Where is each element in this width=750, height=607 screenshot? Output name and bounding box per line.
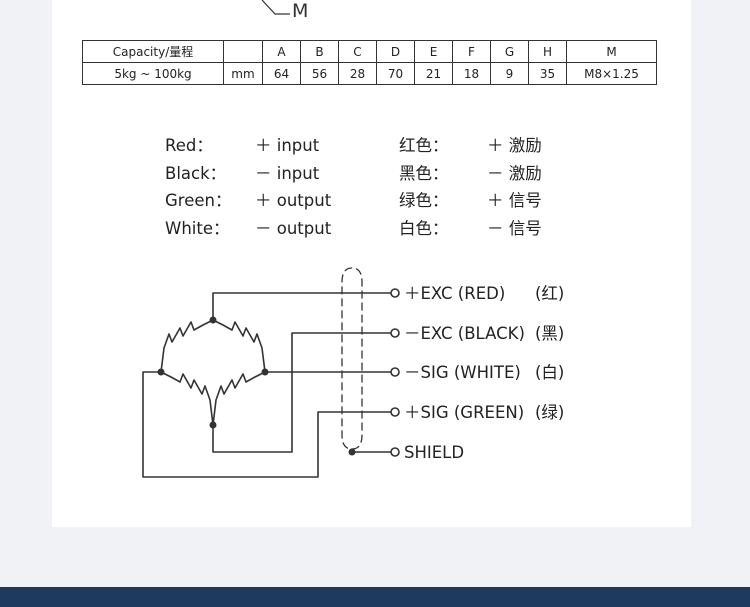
terminal-label: SHIELD: [404, 443, 464, 462]
table-cell: 70: [376, 62, 415, 85]
wire-color-cn: 绿色：: [399, 191, 449, 210]
table-cell: mm: [223, 62, 263, 85]
bridge-node-top: [209, 316, 217, 324]
footer-bar: [0, 587, 750, 607]
table-cell: 21: [414, 62, 453, 85]
terminal-exc-plus-icon: [390, 288, 400, 298]
wire-color-cn: 红色：: [399, 136, 449, 155]
terminal-label: ＋EXC (RED): [404, 284, 505, 303]
resistor-bottom-right-icon: [212, 371, 266, 426]
bridge-node-bottom: [209, 421, 217, 429]
terminal-exc-minus-icon: [390, 328, 400, 338]
terminal-label: ＋SIG (GREEN): [404, 403, 524, 422]
table-cell: 18: [452, 62, 491, 85]
resistor-bottom-left-icon: [160, 371, 214, 426]
table-cell: 64: [262, 62, 301, 85]
wire-function-en: ＋ output: [255, 191, 332, 210]
wire-function-cn: ＋ 激励: [487, 136, 542, 155]
wire-sig-plus: [142, 371, 392, 478]
terminal-label-cn: (黑): [535, 324, 564, 343]
table-cell: 28: [338, 62, 377, 85]
terminal-label-cn: (红): [535, 284, 564, 303]
table-row: 5kg ~ 100kg mm 64 56 28 70 21 18 9 35 M8…: [82, 62, 657, 85]
terminal-label: －SIG (WHITE): [404, 363, 521, 382]
wire-color-en: Black：: [165, 163, 227, 183]
wire-function-en: － output: [255, 218, 332, 238]
resistor-top-left-icon: [160, 319, 214, 373]
bridge-node-left: [157, 368, 165, 376]
wire-shield: [351, 448, 392, 453]
wire-exc-plus: [212, 292, 392, 321]
terminal-shield-icon: [390, 447, 400, 457]
table-cell: M8×1.25: [566, 62, 657, 85]
resistor-top-right-icon: [212, 319, 266, 373]
terminal-sig-plus-icon: [390, 407, 400, 417]
content-card: [52, 0, 691, 527]
bridge-node-right: [261, 368, 269, 376]
table-cell: 5kg ~ 100kg: [82, 62, 224, 85]
header-cell: Capacity/量程: [82, 40, 224, 63]
terminal-sig-minus-icon: [390, 367, 400, 377]
wire-color-en: Green：: [165, 191, 232, 210]
terminal-label-cn: (绿): [535, 403, 564, 422]
dimension-label: M: [292, 0, 309, 22]
terminal-label-cn: (白): [535, 363, 564, 382]
wire-function-cn: ＋ 信号: [487, 191, 542, 210]
table-cell: 56: [300, 62, 339, 85]
wire-color-cn: 白色：: [399, 218, 449, 238]
wire-function-en: － input: [255, 163, 320, 183]
wire-color-en: White：: [165, 218, 230, 238]
table-cell: 35: [528, 62, 567, 85]
shield-outline: [341, 267, 363, 450]
wire-function-cn: － 激励: [487, 163, 542, 183]
spec-table: Capacity/量程 A B C D E F G H M 5kg ~ 100k…: [82, 40, 657, 85]
shield-node: [348, 448, 356, 456]
wire-function-cn: － 信号: [487, 218, 542, 238]
wire-function-en: ＋ input: [255, 136, 320, 155]
wire-color-en: Red：: [165, 136, 213, 155]
wire-color-cn: 黑色：: [399, 163, 449, 183]
wire-exc-minus: [212, 332, 392, 453]
terminal-label: －EXC (BLACK): [404, 324, 525, 343]
